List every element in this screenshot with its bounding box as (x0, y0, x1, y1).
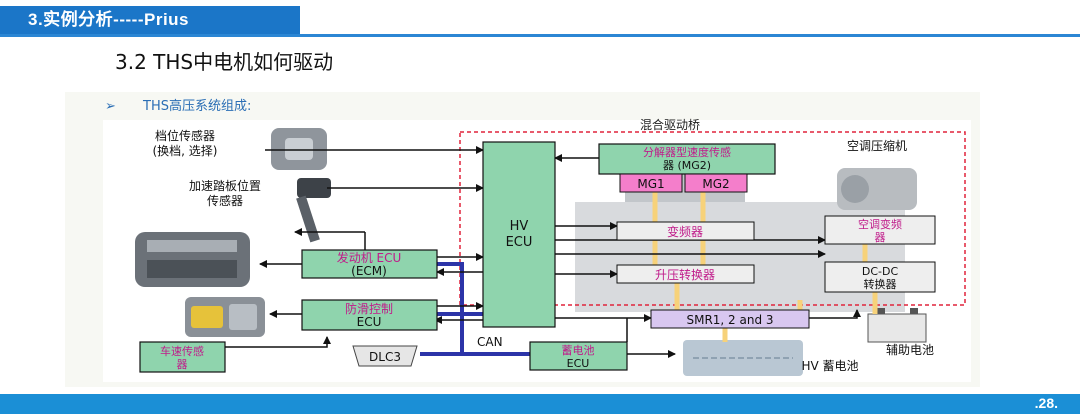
resolver-box: 分解器型速度传感 器 (MG2) (598, 143, 776, 175)
ac-inverter-line1: 空调变频 (858, 217, 902, 231)
skid-ecu-line1: 防滑控制 (345, 301, 393, 316)
slide-title: 3.2 THS中电机如何驱动 (115, 50, 334, 74)
battery-ecu-box: 蓄电池 ECU (529, 341, 628, 371)
hv-ecu-line2: ECU (506, 235, 533, 250)
resolver-line1: 分解器型速度传感 (643, 145, 731, 159)
can-label: CAN (477, 335, 503, 349)
aux-battery-image (867, 308, 927, 343)
shift-sensor-label-1: 档位传感器 (155, 128, 215, 143)
can-bus-lines (420, 262, 530, 356)
footer-bar (0, 394, 1080, 414)
header-divider (0, 34, 1080, 37)
accel-pedal-image (296, 178, 331, 243)
shift-sensor-label-2: (换档, 选择) (153, 144, 218, 158)
dlc3-label: DLC3 (369, 350, 401, 364)
inverter-box: 变频器 (616, 221, 755, 241)
engine-ecu-line1: 发动机 ECU (337, 250, 402, 265)
hv-battery-label: HV 蓄电池 (801, 359, 858, 373)
skid-control-ecu-box: 防滑控制 ECU (301, 299, 438, 331)
ths-system-diagram: ➢ THS高压系统组成: 混合驱动桥 (65, 92, 980, 387)
hv-ecu-box: HV ECU (482, 141, 556, 328)
speed-sensor-line1: 车速传感 (160, 344, 204, 358)
resolver-line2: 器 (MG2) (663, 159, 711, 172)
boost-converter-label: 升压转换器 (655, 267, 715, 282)
skid-ecu-line2: ECU (357, 315, 382, 329)
dcdc-line2: 转换器 (864, 277, 897, 291)
mg1-box: MG1 (619, 173, 683, 193)
hybrid-transaxle-border (459, 131, 966, 306)
section-tab: 3.实例分析-----Prius (0, 6, 300, 34)
battery-ecu-line2: ECU (567, 357, 590, 370)
ac-compressor-image (837, 168, 917, 210)
engine-ecu-box: 发动机 ECU (ECM) (301, 249, 438, 279)
dcdc-converter-box: DC-DC 转换器 (824, 261, 936, 293)
page-number: .28. (1034, 395, 1058, 411)
speed-sensor-line2: 器 (177, 358, 188, 371)
hybrid-transaxle-label: 混合驱动桥 (640, 117, 700, 132)
power-lines (652, 192, 878, 342)
mg2-label: MG2 (702, 177, 729, 191)
ac-inverter-box: 空调变频 器 (824, 215, 936, 245)
hv-ecu-line1: HV (510, 219, 529, 234)
inverter-label: 变频器 (667, 224, 703, 239)
hv-battery-image (683, 340, 803, 376)
engine-image (135, 232, 250, 287)
mg2-box: MG2 (684, 173, 748, 193)
speed-sensor-box: 车速传感 器 (139, 341, 226, 373)
dlc3-connector: DLC3 (352, 345, 418, 367)
bullet-arrow: ➢ (105, 99, 116, 114)
smr-box: SMR1, 2 and 3 (650, 309, 810, 329)
shift-sensor-image (271, 128, 327, 170)
aux-battery-label: 辅助电池 (886, 343, 934, 357)
ac-compressor-label: 空调压缩机 (847, 138, 907, 153)
boost-converter-box: 升压转换器 (616, 264, 755, 284)
skid-control-image (185, 297, 265, 337)
signal-lines (225, 146, 861, 358)
ac-inverter-line2: 器 (875, 231, 886, 244)
dcdc-line1: DC-DC (862, 265, 899, 278)
smr-label: SMR1, 2 and 3 (686, 313, 773, 327)
battery-ecu-line1: 蓄电池 (562, 344, 595, 357)
accel-sensor-label-1: 加速踏板位置 (189, 178, 261, 193)
diagram-heading: THS高压系统组成: (142, 98, 251, 114)
engine-ecu-line2: (ECM) (351, 264, 387, 278)
mg1-label: MG1 (637, 177, 664, 191)
accel-sensor-label-2: 传感器 (207, 193, 243, 208)
